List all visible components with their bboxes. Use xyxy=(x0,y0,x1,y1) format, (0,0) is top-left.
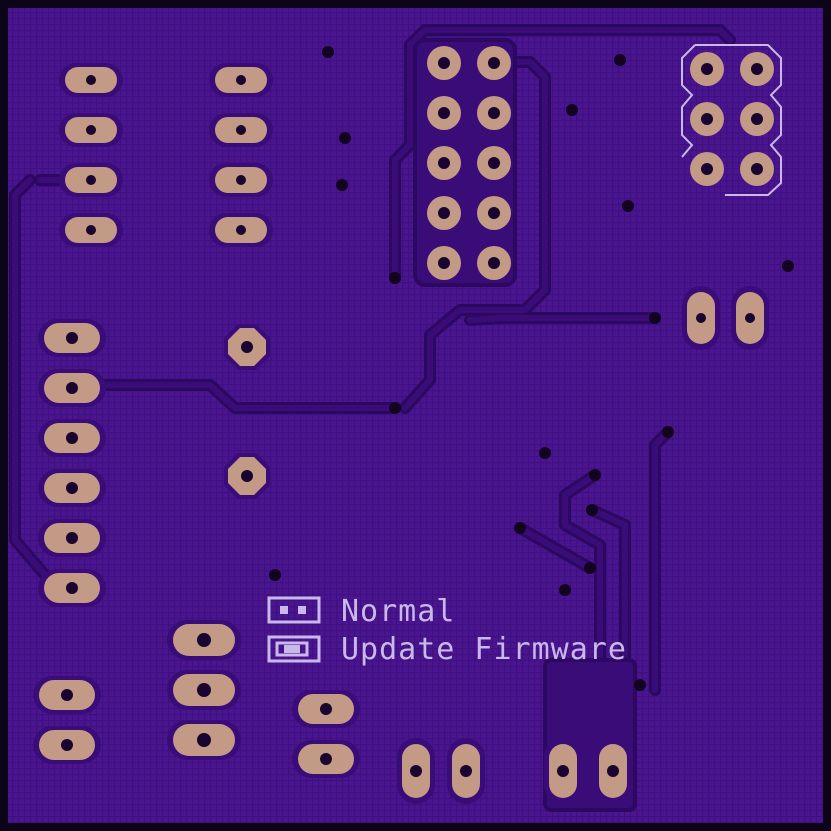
jumper-closed-icon xyxy=(267,635,321,663)
pad-group-left-b xyxy=(209,63,273,247)
pad-group-bottom-vertical xyxy=(397,738,632,804)
vias xyxy=(269,46,794,691)
label-update-firmware: Update Firmware xyxy=(341,632,627,667)
label-normal: Normal xyxy=(341,594,455,629)
pad-group-bottom-3pin xyxy=(167,620,241,760)
pad-group-bottom-left xyxy=(33,676,101,764)
header-2x5 xyxy=(427,46,511,280)
pad-group-left-a xyxy=(59,63,123,247)
octagon-pads xyxy=(224,324,270,499)
pad-group-bottom-mid xyxy=(292,690,360,778)
pad-group-right xyxy=(682,286,769,350)
pad-group-left-6pin xyxy=(38,319,106,607)
jumper-open-icon xyxy=(267,596,321,624)
header-2x3 xyxy=(681,44,782,196)
